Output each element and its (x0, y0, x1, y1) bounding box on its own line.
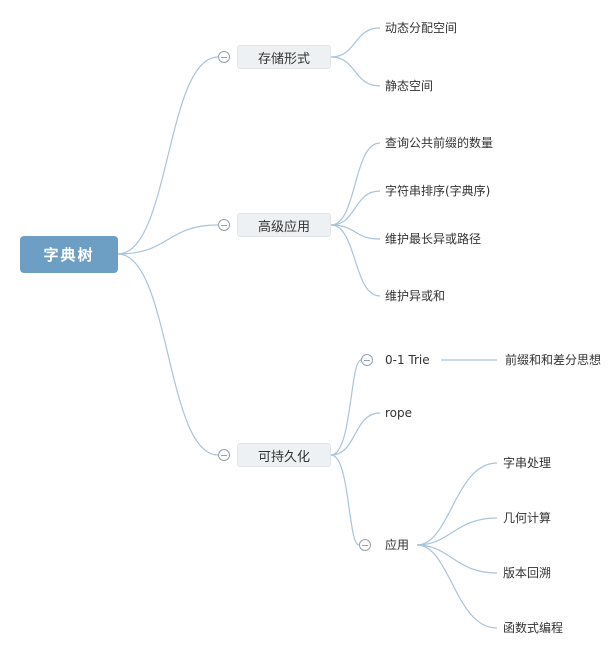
leaf-string-sort-lexicographic[interactable]: 字符串排序(字典序) (385, 184, 491, 198)
connector-line (330, 454, 360, 546)
collapse-icon[interactable] (218, 449, 230, 461)
leaf-maintain-longest-xor-path[interactable]: 维护最长异或路径 (385, 232, 482, 246)
leaf-version-rollback[interactable]: 版本回溯 (503, 566, 552, 580)
leaf-prefix-sum-difference-idea[interactable]: 前缀和和差分思想 (505, 353, 602, 367)
connector-line (330, 142, 381, 226)
connector-line (416, 544, 498, 574)
collapse-icon[interactable] (218, 51, 230, 63)
connector-line (416, 544, 498, 629)
collapse-icon[interactable] (218, 219, 230, 231)
connector-line (117, 224, 219, 255)
node-01-trie[interactable]: 0-1 Trie (385, 353, 430, 367)
connector-line (330, 359, 362, 456)
connector-line (117, 56, 219, 255)
connector-line (416, 462, 498, 546)
connector-line (117, 253, 219, 456)
connector-line (330, 412, 381, 456)
leaf-geometric-computation[interactable]: 几何计算 (503, 511, 552, 525)
branch-persistence[interactable]: 可持久化 (237, 443, 331, 467)
leaf-maintain-xor-sum[interactable]: 维护异或和 (385, 289, 446, 303)
connector-line (416, 517, 498, 546)
connector-line (330, 27, 381, 58)
leaf-dynamic-allocated-space[interactable]: 动态分配空间 (385, 21, 458, 35)
connector-line (330, 224, 381, 297)
branch-advanced-applications[interactable]: 高级应用 (237, 213, 331, 237)
leaf-static-space[interactable]: 静态空间 (385, 79, 434, 93)
collapse-icon[interactable] (359, 539, 371, 551)
collapse-icon[interactable] (361, 354, 373, 366)
leaf-functional-programming[interactable]: 函数式编程 (503, 621, 564, 635)
connector-line (330, 190, 381, 226)
leaf-rope[interactable]: rope (385, 406, 413, 420)
connector-line (330, 224, 381, 240)
connector-line (330, 56, 381, 87)
root-node-trie[interactable]: 字典树 (20, 236, 118, 273)
leaf-count-common-prefix[interactable]: 查询公共前缀的数量 (385, 136, 494, 150)
branch-storage-format[interactable]: 存储形式 (237, 45, 331, 69)
leaf-string-processing[interactable]: 字串处理 (503, 456, 552, 470)
node-applications[interactable]: 应用 (385, 538, 410, 552)
